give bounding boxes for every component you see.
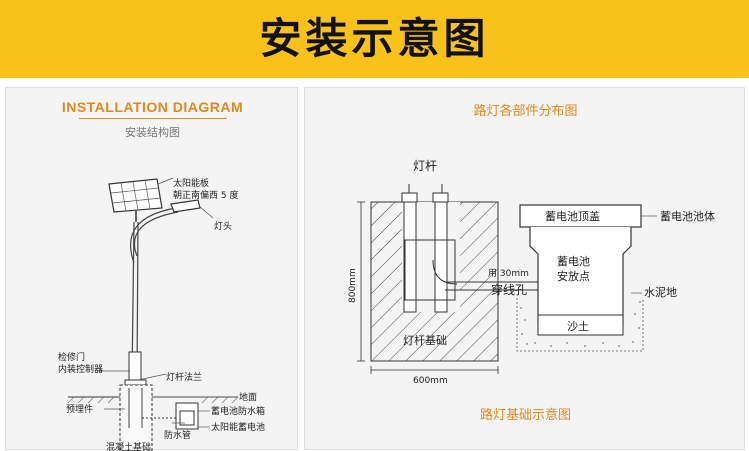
leader-lines <box>98 177 238 428</box>
component-layout-title: 路灯各部件分布图 <box>473 104 578 119</box>
threading-pipe <box>445 281 543 291</box>
pole-foundation-label: 灯杆基础 <box>403 333 447 347</box>
cement-label: 水泥地 <box>644 286 677 299</box>
right-leader-lines <box>631 215 657 294</box>
foundation-drawing: 灯杆 蓄电池顶盖 蓄电池池体 蓄电池 安放点 用 30mm 穿线孔 水泥地 沙土… <box>348 159 715 386</box>
battery-box-label: 蓄电池防水箱 <box>211 405 265 417</box>
lamp-head-label: 灯头 <box>214 221 232 232</box>
light-pole <box>128 199 201 381</box>
solar-panel-icon <box>108 178 163 222</box>
sand-label: 沙土 <box>567 320 589 333</box>
width-dimension-label: 600mm <box>413 376 448 386</box>
title-underline <box>79 118 227 119</box>
pole-flange-label: 灯杆法兰 <box>166 371 202 383</box>
conduit-label: 防水管 <box>164 429 191 441</box>
controller-label: 内装控制器 <box>58 363 103 375</box>
concrete-foundation-label: 混凝土基础 <box>106 441 151 451</box>
threading-hole-label: 穿线孔 <box>491 282 527 297</box>
solar-battery-label: 太阳能蓄电池 <box>211 421 265 433</box>
installation-diagram-subtitle: 安装结构图 <box>125 126 180 139</box>
installation-diagram-title: INSTALLATION DIAGRAM <box>61 99 244 115</box>
orientation-label: 朝正南偏西 5 度 <box>173 189 238 201</box>
foundation-caption: 路灯基础示意图 <box>479 408 571 423</box>
solar-battery <box>179 410 195 426</box>
banner-title: 安装示意图 <box>259 14 490 63</box>
ground-label: 地面 <box>239 391 257 403</box>
title-banner: 安装示意图 <box>0 0 749 78</box>
pole-flange <box>124 379 147 386</box>
battery-spot-label-1: 蓄电池 <box>557 255 590 268</box>
installation-diagram-panel: INSTALLATION DIAGRAM 安装结构图 <box>5 87 298 451</box>
ground-hatching <box>67 396 239 404</box>
dimension-lines <box>357 201 499 374</box>
height-dimension-label: 800mm <box>348 268 358 303</box>
access-door-label: 检修门 <box>58 351 85 363</box>
battery-spot-label-2: 安放点 <box>557 269 590 283</box>
streetlight-structure-drawing: 太阳能板 朝正南偏西 5 度 灯头 检修门 内装控制器 灯杆法兰 地面 预埋件 … <box>58 177 265 451</box>
foundation-diagram-panel: 路灯各部件分布图 <box>304 87 745 450</box>
battery-pit <box>516 204 644 352</box>
battery-lid-label: 蓄电池顶盖 <box>545 209 600 223</box>
solar-panel-label: 太阳能板 <box>173 177 209 189</box>
pole-label: 灯杆 <box>413 159 437 173</box>
cement-texture <box>520 301 641 347</box>
battery-pit-label: 蓄电池池体 <box>660 209 715 223</box>
embedded-part-label: 预埋件 <box>66 403 93 415</box>
pipe-size-label: 用 30mm <box>488 268 529 279</box>
